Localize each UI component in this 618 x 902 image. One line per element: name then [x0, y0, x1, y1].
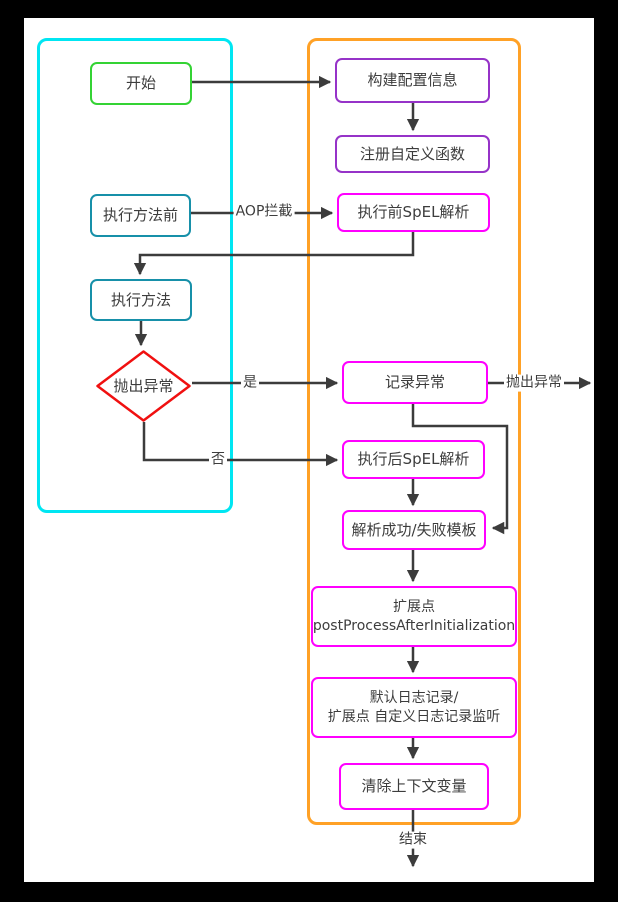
flow-node-start: 开始	[90, 62, 192, 105]
edge-label-throw: 抛出异常	[504, 374, 564, 392]
flow-edge-decision-no-to-postspel	[142, 422, 339, 467]
node-label-build-config: 构建配置信息	[367, 71, 458, 90]
node-label-parse-template: 解析成功/失败模板	[351, 520, 477, 539]
flow-node-record-exception: 记录异常	[342, 361, 488, 404]
node-label-exec-method: 执行方法	[110, 290, 171, 309]
node-label-register-functions: 注册自定义函数	[359, 144, 465, 163]
edge-label-yes: 是	[241, 374, 259, 392]
edge-label-end: 结束	[397, 831, 429, 849]
node-label-default-logging: 默认日志记录/ 扩展点 自定义日志记录监听	[327, 689, 501, 725]
node-label-before-method: 执行方法前	[102, 206, 178, 225]
edge-label-no: 否	[209, 451, 227, 469]
node-label-post-spel: 执行后SpEL解析	[357, 450, 470, 469]
flow-node-clear-context: 清除上下文变量	[339, 763, 489, 810]
flow-node-register-functions: 注册自定义函数	[335, 135, 490, 173]
node-label-start: 开始	[125, 74, 156, 93]
flow-node-parse-template: 解析成功/失败模板	[342, 510, 486, 550]
node-label-pre-spel: 执行前SpEL解析	[357, 203, 470, 222]
flow-edge-prespel-to-exec	[133, 232, 415, 276]
decision-diamond-shape	[96, 350, 191, 422]
flow-node-before-method: 执行方法前	[90, 194, 191, 237]
node-label-extension-point: 扩展点 postProcessAfterInitialization	[312, 598, 516, 634]
decision-diamond-icon	[96, 350, 191, 422]
flow-node-exec-method: 执行方法	[90, 279, 192, 321]
flow-node-pre-spel: 执行前SpEL解析	[337, 193, 490, 232]
flow-node-throw-decision: 抛出异常	[96, 350, 191, 422]
flow-edge-record-to-template	[411, 404, 509, 535]
flow-node-default-logging: 默认日志记录/ 扩展点 自定义日志记录监听	[311, 677, 517, 738]
node-label-clear-context: 清除上下文变量	[361, 777, 467, 796]
node-label-record-exception: 记录异常	[384, 373, 445, 392]
lane-left	[37, 38, 233, 513]
flow-node-build-config: 构建配置信息	[335, 58, 490, 103]
node-label-throw-decision: 抛出异常	[113, 376, 174, 395]
edge-label-aop: AOP拦截	[233, 203, 295, 221]
flow-node-post-spel: 执行后SpEL解析	[342, 440, 485, 479]
flow-node-extension-point: 扩展点 postProcessAfterInitialization	[311, 586, 517, 647]
